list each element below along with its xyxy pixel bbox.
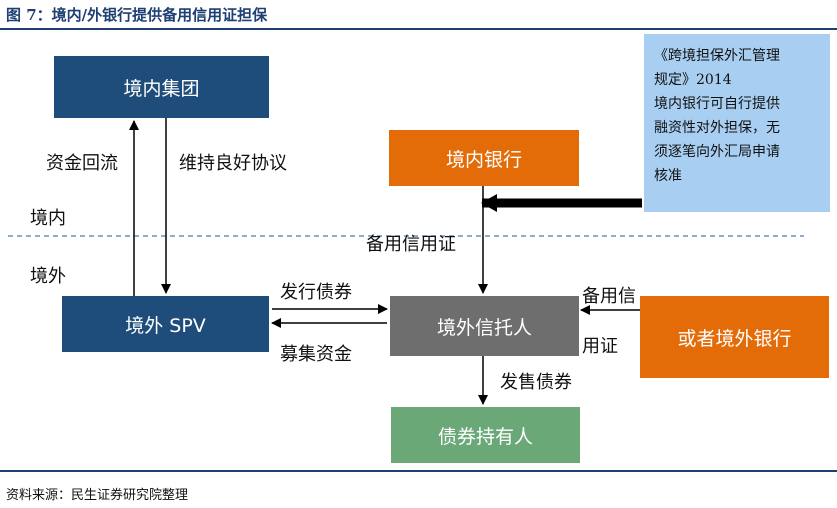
source-rule (0, 470, 837, 472)
label-standby-lc: 备用信用证 (366, 234, 456, 255)
title-rule (0, 28, 837, 30)
note-line: 境内银行可自行提供 (654, 96, 780, 112)
note-line: 须逐笔向外汇局申请 (654, 144, 780, 160)
label-maintain-agreement: 维持良好协议 (179, 153, 287, 174)
node-domestic-group: 境内集团 (54, 56, 269, 118)
label-standby-lc-part2: 用证 (582, 336, 618, 357)
label-sell-bonds: 发售债券 (500, 372, 572, 393)
note-line: 核准 (654, 168, 682, 184)
node-offshore-trustee: 境外信托人 (390, 296, 579, 356)
note-line: 融资性对外担保，无 (654, 120, 780, 136)
label-raise-funds: 募集资金 (280, 344, 352, 365)
source-note: 资料来源：民生证券研究院整理 (6, 488, 189, 503)
regulation-note: 《跨境担保外汇管理 规定》2014 境内银行可自行提供 融资性对外担保，无 须逐… (644, 34, 830, 212)
label-standby-lc-part1: 备用信 (582, 286, 636, 307)
node-domestic-bank: 境内银行 (389, 130, 579, 186)
node-offshore-spv: 境外 SPV (62, 296, 269, 352)
node-offshore-bank: 或者境外银行 (640, 296, 829, 378)
node-bond-holders: 债券持有人 (391, 407, 580, 463)
note-line: 规定》2014 (654, 72, 732, 88)
label-issue-bonds: 发行债券 (280, 282, 352, 303)
label-offshore-region: 境外 (30, 266, 66, 287)
label-capital-return: 资金回流 (46, 153, 118, 174)
note-line: 《跨境担保外汇管理 (654, 48, 780, 64)
figure-title: 图 7：境内/外银行提供备用信用证担保 (6, 6, 268, 24)
label-domestic-region: 境内 (30, 208, 66, 229)
